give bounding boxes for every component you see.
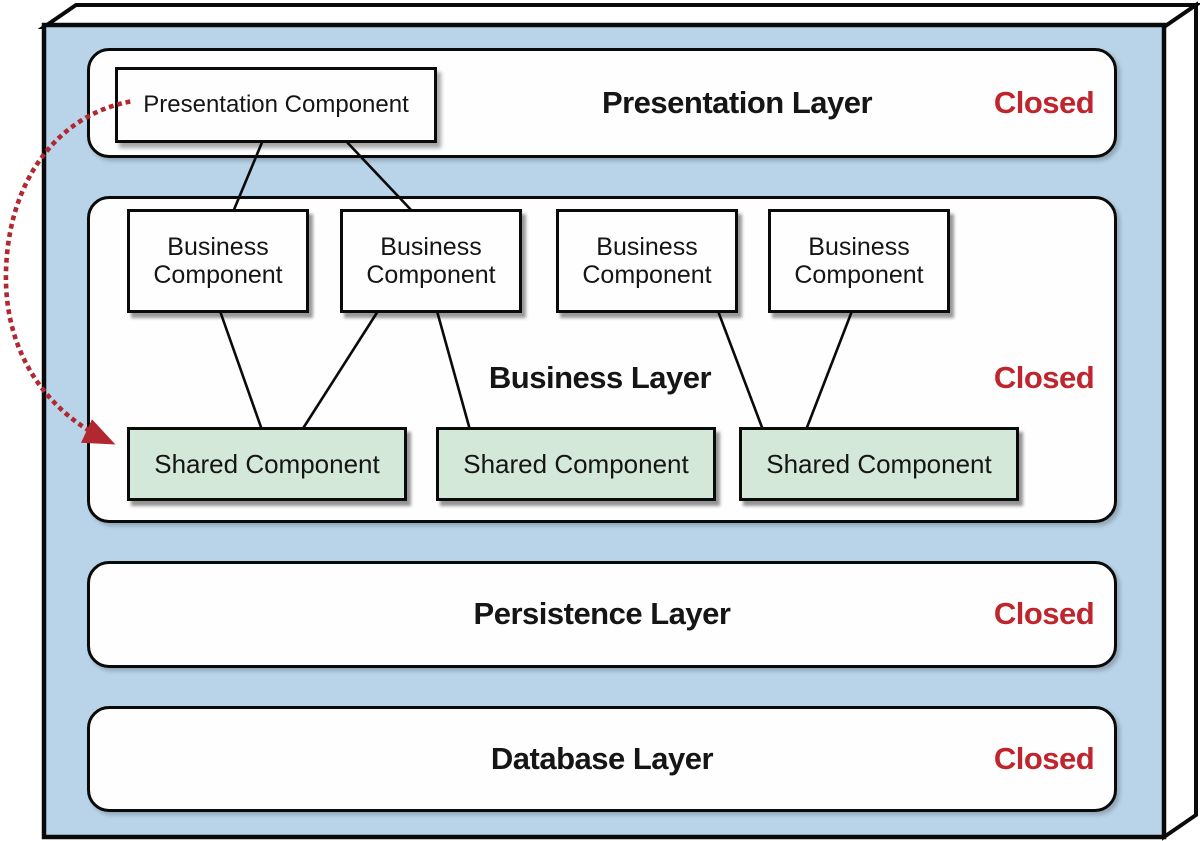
shared-component-box-3: Shared Component xyxy=(739,427,1019,501)
business-component-box-2: Business Component xyxy=(340,209,522,313)
layer-title-persistence: Persistence Layer xyxy=(473,596,731,631)
business-component-box-4: Business Component xyxy=(768,209,950,313)
presentation-component-box: Presentation Component xyxy=(115,67,437,143)
shared-component-box-1: Shared Component xyxy=(127,427,407,501)
closed-badge-persistence: Closed xyxy=(993,596,1095,631)
layer-title-presentation: Presentation Layer xyxy=(601,85,873,120)
slab-right-face xyxy=(1162,1,1198,841)
closed-badge-database: Closed xyxy=(993,741,1095,776)
closed-badge-presentation: Closed xyxy=(993,85,1095,120)
layer-title-database: Database Layer xyxy=(490,741,714,776)
closed-badge-business: Closed xyxy=(993,360,1095,395)
shared-component-box-2: Shared Component xyxy=(436,427,716,501)
layer-title-business: Business Layer xyxy=(488,360,712,395)
slab-top-face xyxy=(37,3,1200,29)
business-component-box-3: Business Component xyxy=(556,209,738,313)
business-component-box-1: Business Component xyxy=(127,209,309,313)
